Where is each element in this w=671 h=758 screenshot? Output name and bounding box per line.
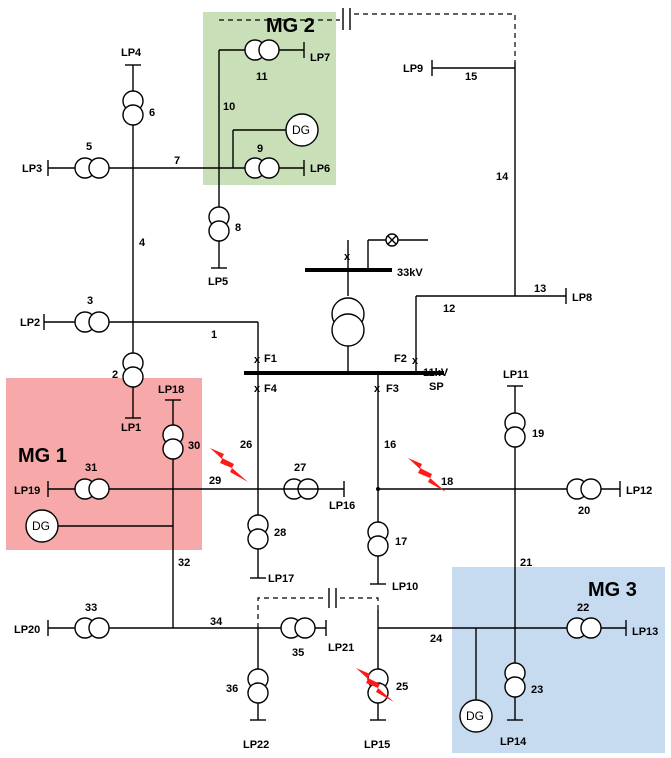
node-28: 28: [274, 527, 286, 539]
svg-text:x: x: [344, 251, 351, 263]
node-2: 2: [112, 369, 118, 381]
load-lp3: LP3: [22, 163, 42, 175]
svg-text:x: x: [374, 383, 381, 395]
transformer-17: [367, 521, 389, 557]
svg-text:x: x: [254, 383, 261, 395]
feeder-f2: F2: [394, 353, 407, 365]
load-lp2: LP2: [20, 317, 40, 329]
node-16: 16: [384, 439, 396, 451]
svg-text:x: x: [254, 354, 261, 366]
node-3: 3: [87, 295, 93, 307]
node-33: 33: [85, 602, 97, 614]
dg-mg2-label: DG: [292, 123, 310, 137]
transformer-8: [208, 206, 230, 242]
node-9: 9: [257, 143, 263, 155]
node-11: 11: [256, 71, 268, 83]
node-30: 30: [188, 440, 200, 452]
load-lp21: LP21: [328, 642, 354, 654]
transformer-9: [244, 157, 280, 179]
node-22: 22: [577, 602, 589, 614]
transformer-6: [122, 90, 144, 126]
node-13: 13: [534, 283, 546, 295]
transformer-2: [122, 352, 144, 388]
load-lp14: LP14: [500, 736, 527, 748]
load-lp12: LP12: [626, 485, 652, 497]
main-transformer-lower: [331, 313, 365, 347]
node-5: 5: [86, 141, 92, 153]
transformer-22: [566, 617, 602, 639]
node-18: 18: [441, 476, 453, 488]
load-lp6: LP6: [310, 163, 330, 175]
node-26: 26: [240, 439, 252, 451]
load-lp22: LP22: [243, 739, 269, 751]
transformer-5: [74, 157, 110, 179]
load-lp7: LP7: [310, 52, 330, 64]
node-23: 23: [531, 684, 543, 696]
mg2-label: MG 2: [266, 15, 315, 37]
node-31: 31: [85, 462, 97, 474]
node-20: 20: [578, 505, 590, 517]
load-lp15: LP15: [364, 739, 390, 751]
transformer-23: [504, 662, 526, 698]
node-6: 6: [149, 107, 155, 119]
load-lp11: LP11: [503, 369, 529, 381]
node-7: 7: [174, 155, 180, 167]
lv-label: 11kV: [423, 367, 449, 379]
node-35: 35: [292, 647, 304, 659]
node-36: 36: [226, 683, 238, 695]
node-24: 24: [430, 633, 443, 645]
transformer-20: [566, 478, 602, 500]
node-8: 8: [235, 222, 241, 234]
load-lp19: LP19: [14, 485, 40, 497]
transformer-3: [74, 311, 110, 333]
transformer-30: [162, 424, 184, 460]
node-14: 14: [496, 171, 509, 183]
node-17: 17: [395, 536, 407, 548]
load-lp16: LP16: [329, 500, 355, 512]
node-19: 19: [532, 428, 544, 440]
transformer-36: [247, 668, 269, 704]
dg-mg1: [25, 509, 59, 543]
node-32: 32: [178, 557, 190, 569]
transformer-31: [74, 478, 110, 500]
mg3-label: MG 3: [588, 579, 637, 601]
load-lp18: LP18: [158, 384, 184, 396]
feeder-f3: F3: [386, 383, 399, 395]
lv-sub-label: SP: [429, 381, 444, 393]
transformer-28: [247, 514, 269, 550]
transformer-19: [504, 412, 526, 448]
load-lp4: LP4: [121, 47, 142, 59]
hv-label: 33kV: [397, 267, 423, 279]
node-34: 34: [210, 616, 223, 628]
dg-mg1-label: DG: [32, 519, 50, 533]
node-21: 21: [520, 557, 532, 569]
svg-text:x: x: [412, 355, 419, 367]
load-lp8: LP8: [572, 292, 592, 304]
transformer-35: [280, 617, 316, 639]
load-lp9: LP9: [403, 63, 423, 75]
transformer-33: [74, 617, 110, 639]
node-27: 27: [294, 462, 306, 474]
dg-mg3-label: DG: [466, 709, 484, 723]
feeder-f1: F1: [264, 353, 277, 365]
feeder-f4: F4: [264, 383, 278, 395]
node-15: 15: [465, 71, 477, 83]
node-25: 25: [396, 681, 408, 693]
load-lp1: LP1: [121, 422, 141, 434]
dg-mg3: [459, 699, 493, 733]
dg-mg2: [285, 113, 319, 147]
node-29: 29: [209, 475, 221, 487]
node-1: 1: [211, 329, 217, 341]
load-lp13: LP13: [632, 626, 658, 638]
load-lp10: LP10: [392, 581, 418, 593]
transformer-11: [244, 39, 280, 61]
node-10: 10: [223, 101, 235, 113]
load-lp17: LP17: [268, 573, 294, 585]
node-12: 12: [443, 303, 455, 315]
load-lp5: LP5: [208, 276, 228, 288]
mg1-label: MG 1: [18, 445, 67, 467]
node-4: 4: [139, 237, 146, 249]
load-lp20: LP20: [14, 624, 40, 636]
